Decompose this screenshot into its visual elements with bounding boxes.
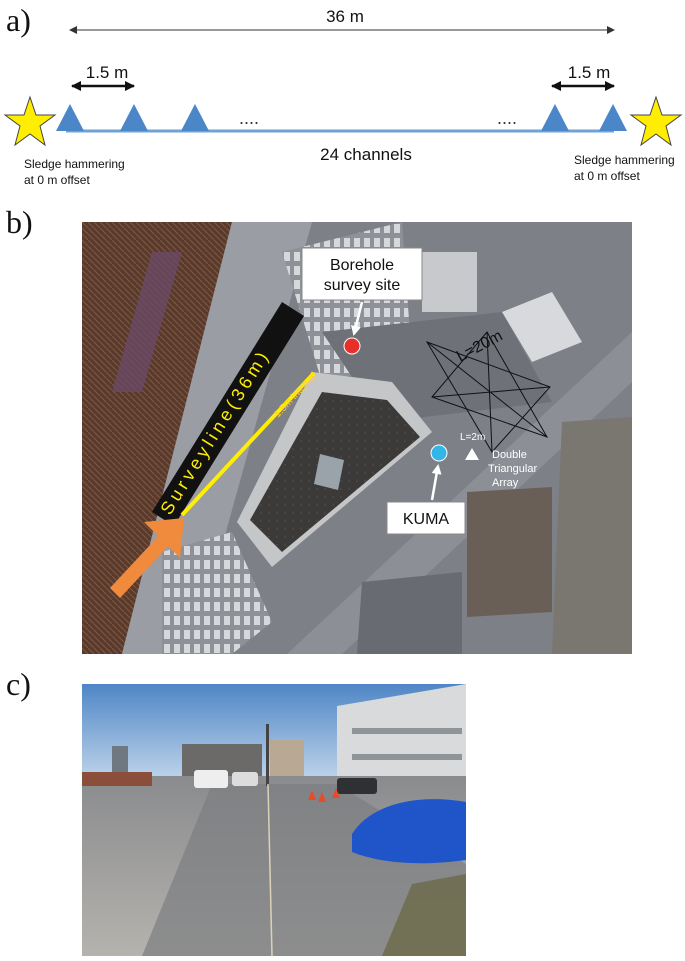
station-label-box xyxy=(386,501,466,535)
borehole-label-box xyxy=(301,247,423,301)
total-length-label: 36 m xyxy=(326,7,364,26)
small-array-marker xyxy=(465,448,479,460)
survey-line xyxy=(180,371,316,517)
blue-tarp xyxy=(352,799,466,864)
field-photo-svg xyxy=(82,684,466,957)
traffic-cone xyxy=(318,792,326,802)
seismic-layout-svg: 36 m 1.5 m 1.5 m .... .... 24 channels S… xyxy=(3,7,683,187)
rail-wagons xyxy=(112,252,182,392)
station-pointer xyxy=(430,464,442,501)
station-marker xyxy=(430,444,448,462)
receiver-triangle xyxy=(181,104,209,131)
survey-tape xyxy=(267,783,273,957)
parked-car xyxy=(194,770,228,788)
source-left-line1: Sledge hammering xyxy=(24,157,125,171)
field-photo xyxy=(82,684,466,957)
rail-yard xyxy=(82,222,232,654)
survey-line-label-bg xyxy=(152,302,304,526)
start-arrow xyxy=(110,518,184,598)
roof-structure xyxy=(314,454,344,490)
street-right xyxy=(287,332,632,654)
parked-car xyxy=(232,772,258,786)
apartment-building xyxy=(270,740,304,778)
fence-left xyxy=(82,772,152,786)
receiver-triangle xyxy=(120,104,148,131)
source-right-line1: Sledge hammering xyxy=(574,153,675,167)
receiver-triangle xyxy=(599,104,627,131)
array-label-line3: Array xyxy=(492,477,519,489)
borehole-marker xyxy=(343,337,361,355)
utility-pole xyxy=(266,724,269,786)
buildings-lower-right xyxy=(467,487,552,617)
distant-building xyxy=(112,746,128,776)
parking-lot-lower xyxy=(162,532,272,654)
houses-right xyxy=(552,417,632,654)
panel-b-label: b) xyxy=(6,204,33,240)
seismic-layout-diagram: 36 m 1.5 m 1.5 m .... .... 24 channels S… xyxy=(0,0,685,200)
traffic-cone xyxy=(308,790,316,800)
aerial-site-map: L=20m L=2m Double Triangular Array Surve… xyxy=(82,222,632,654)
panel-c-label: c) xyxy=(6,666,31,702)
borehole-pointer xyxy=(351,301,364,336)
source-star-right xyxy=(629,95,683,147)
ellipsis-left: .... xyxy=(239,108,259,128)
station-label: KUMA xyxy=(403,511,450,528)
ellipsis-right: .... xyxy=(497,108,517,128)
borehole-label-line2: survey site xyxy=(324,277,401,294)
double-triangular-array xyxy=(425,331,551,453)
borehole-label-line1: Borehole xyxy=(330,257,394,274)
building-upper-right xyxy=(422,252,477,312)
array-label-line1: Double xyxy=(492,449,527,461)
spacing-right-label: 1.5 m xyxy=(568,63,611,82)
source-left-line2: at 0 m offset xyxy=(24,173,90,187)
source-right-line2: at 0 m offset xyxy=(574,169,640,183)
receiver-triangle xyxy=(56,104,84,131)
buildings-lower xyxy=(357,572,462,654)
channels-label: 24 channels xyxy=(320,145,412,164)
array-size-small: L=2m xyxy=(460,432,485,443)
aerial-map-svg: L=20m L=2m Double Triangular Array Surve… xyxy=(82,222,632,654)
spacing-left-label: 1.5 m xyxy=(86,63,129,82)
building-right-block xyxy=(502,292,582,362)
parked-car xyxy=(337,778,377,794)
array-label-line2: Triangular xyxy=(488,463,537,475)
panel-a-label: a) xyxy=(6,2,31,38)
traffic-cone xyxy=(332,788,340,798)
receiver-triangle xyxy=(541,104,569,131)
weeds xyxy=(382,874,466,956)
source-star-left xyxy=(3,95,57,147)
